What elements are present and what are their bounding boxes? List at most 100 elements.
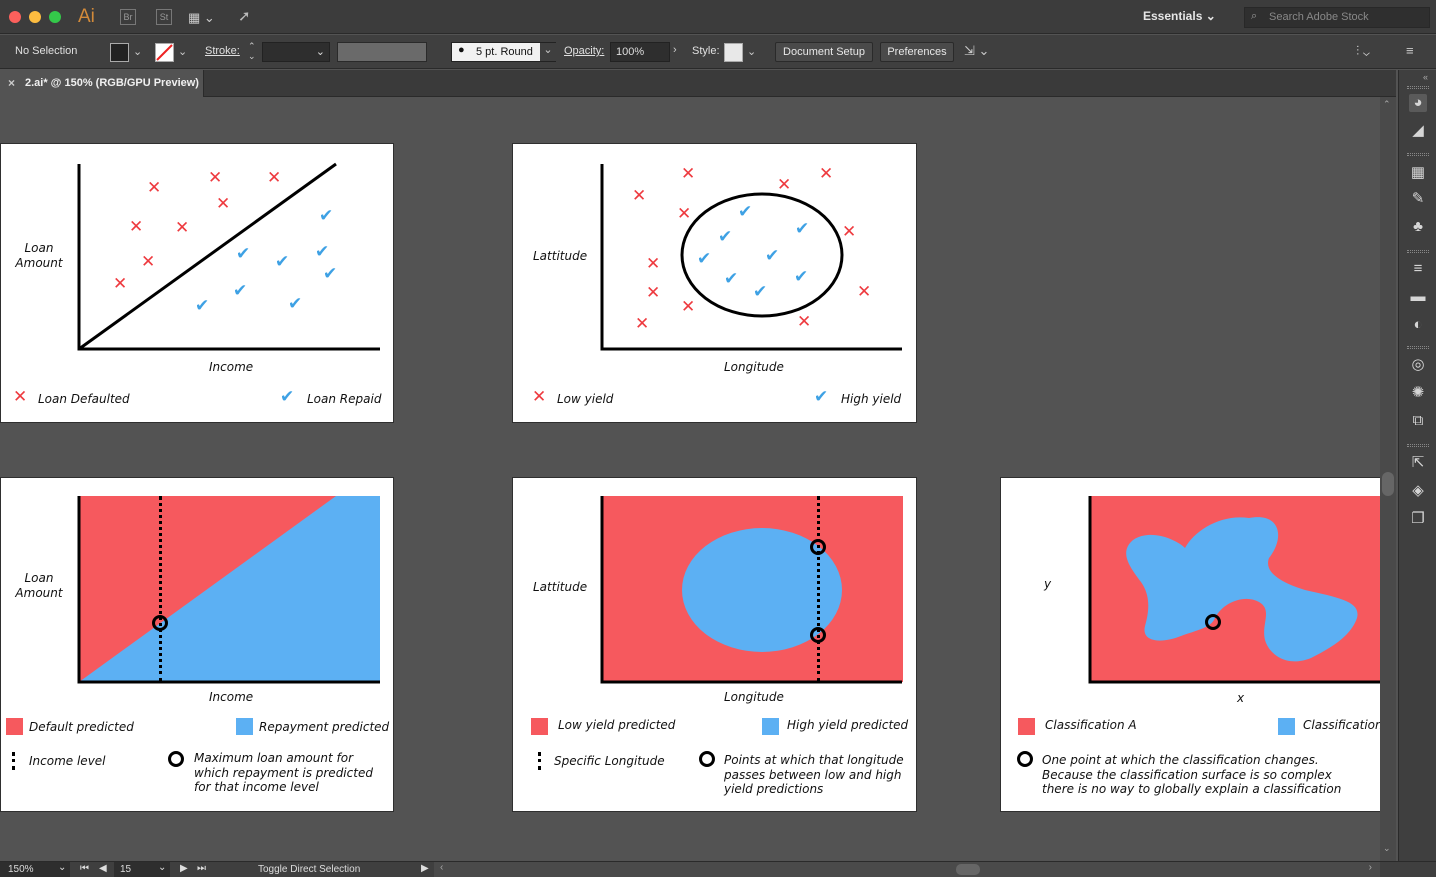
- preferences-button[interactable]: Preferences: [880, 42, 954, 62]
- status-menu-icon[interactable]: ▶: [421, 863, 429, 874]
- last-artboard-icon[interactable]: ⏭: [197, 863, 206, 874]
- stroke-panel-icon[interactable]: ≡: [1413, 260, 1423, 277]
- panel-menu-icon[interactable]: ≡: [1406, 43, 1414, 58]
- artboards-icon[interactable]: ❐: [1411, 510, 1425, 527]
- close-window-button[interactable]: [9, 11, 21, 23]
- dock-grip[interactable]: [1407, 153, 1429, 156]
- align-icon[interactable]: ⫶ ⌄: [1356, 43, 1370, 58]
- scroll-down-icon[interactable]: ⌄: [1383, 843, 1391, 853]
- x-axis-label: x: [1237, 691, 1245, 705]
- default-marker: ✕: [175, 218, 190, 238]
- style-label: Style:: [692, 45, 720, 57]
- zoom-window-button[interactable]: [49, 11, 61, 23]
- brush-definition[interactable]: ● 5 pt. Round ⌄: [451, 42, 556, 62]
- artboard-yield-prediction[interactable]: Lattitude Longitude Low yield predicted …: [512, 477, 917, 812]
- default-marker: ✕: [147, 178, 162, 198]
- panel-dock: « ◕ ◢ ▦ ✎ ♣ ≡ ▬ ◐ ◎ ✺ ⧉ ⇱ ◈ ❐: [1398, 70, 1436, 877]
- stroke-weight-stepper[interactable]: ⌃⌄: [248, 41, 256, 61]
- collapse-dock-icon[interactable]: «: [1423, 72, 1429, 82]
- document-tab[interactable]: × 2.ai* @ 150% (RGB/GPU Preview): [0, 70, 204, 97]
- horizontal-scroll-thumb[interactable]: [956, 864, 980, 875]
- opacity-label[interactable]: Opacity:: [564, 45, 605, 57]
- brush-dropdown-icon[interactable]: ⌄: [540, 43, 556, 61]
- bridge-icon[interactable]: Br: [120, 9, 136, 25]
- style-swatch[interactable]: [724, 43, 743, 62]
- vertical-scroll-thumb[interactable]: [1382, 472, 1394, 496]
- variable-width-profile[interactable]: [337, 42, 427, 62]
- artboard-yield-scatter[interactable]: Lattitude Longitude ✕ ✕ ✕ ✕ ✕ ✕ ✕ ✕ ✕ ✕ …: [512, 143, 917, 423]
- scroll-left-icon[interactable]: ‹: [440, 862, 444, 873]
- x-axis-label: Income: [209, 690, 254, 704]
- legend-line-icon: [12, 752, 15, 770]
- legend-ring-label: Maximum loan amount for which repayment …: [194, 751, 373, 794]
- high-yield-marker: ✔: [795, 219, 810, 239]
- style-dropdown-icon[interactable]: ⌄: [747, 46, 757, 58]
- brushes-icon[interactable]: ✎: [1411, 190, 1425, 207]
- low-yield-marker: ✕: [842, 222, 857, 242]
- stroke-weight-dropdown-icon[interactable]: ⌄: [315, 46, 325, 58]
- high-yield-marker: ✔: [765, 246, 780, 266]
- dock-grip[interactable]: [1407, 250, 1429, 253]
- previous-artboard-icon[interactable]: ◀: [99, 863, 107, 874]
- export-icon[interactable]: ⇱: [1411, 454, 1425, 471]
- boundary-point-marker: [152, 615, 168, 631]
- stock-icon[interactable]: St: [156, 9, 172, 25]
- legend-ring-icon: [1017, 751, 1033, 767]
- legend-repaid-icon: ✔: [280, 387, 295, 407]
- stroke-swatch[interactable]: [155, 43, 174, 62]
- horizontal-scrollbar[interactable]: ‹ ›: [434, 862, 1380, 877]
- gpu-performance-icon[interactable]: ➚: [238, 8, 251, 25]
- high-yield-marker: ✔: [794, 267, 809, 287]
- stroke-dropdown-icon[interactable]: ⌄: [178, 46, 188, 58]
- document-setup-button[interactable]: Document Setup: [775, 42, 873, 62]
- transparency-icon[interactable]: ◐: [1413, 316, 1423, 333]
- repaid-marker: ✔: [275, 252, 290, 272]
- zoom-value: 150%: [8, 864, 34, 875]
- stroke-label[interactable]: Stroke:: [205, 45, 240, 57]
- legend-red-label: Low yield predicted: [558, 718, 676, 732]
- next-artboard-icon[interactable]: ▶: [180, 863, 188, 874]
- stroke-weight-field[interactable]: ⌄: [262, 42, 330, 62]
- artboard-complex-classification[interactable]: y x Classification A Classification One …: [1000, 477, 1380, 812]
- swatches-icon[interactable]: ▦: [1410, 164, 1426, 181]
- workspace-switcher[interactable]: Essentials ⌄: [1143, 9, 1216, 23]
- appearance-icon[interactable]: ◎: [1411, 356, 1425, 373]
- asset-export-icon[interactable]: ⧉: [1412, 412, 1424, 429]
- low-yield-marker: ✕: [681, 297, 696, 317]
- low-yield-marker: ✕: [646, 254, 661, 274]
- zoom-dropdown-icon[interactable]: ⌄: [58, 862, 67, 873]
- opacity-arrow-icon[interactable]: ›: [673, 44, 677, 56]
- color-panel-icon[interactable]: ◕: [1409, 94, 1427, 112]
- minimize-window-button[interactable]: [29, 11, 41, 23]
- legend-blue-label: Classification: [1303, 718, 1380, 732]
- graphic-styles-icon[interactable]: ✺: [1411, 384, 1425, 401]
- vertical-scrollbar[interactable]: ⌃ ⌄: [1380, 97, 1396, 863]
- gradient-icon[interactable]: ▬: [1410, 288, 1426, 305]
- legend-ring-label: Points at which that longitude passes be…: [724, 753, 904, 796]
- dock-grip[interactable]: [1407, 86, 1429, 89]
- fill-dropdown-icon[interactable]: ⌄: [133, 46, 143, 58]
- artboard-number-field[interactable]: 15 ⌄: [114, 862, 170, 877]
- zoom-field[interactable]: 150% ⌄: [0, 862, 70, 877]
- color-guide-icon[interactable]: ◢: [1412, 122, 1424, 139]
- symbols-icon[interactable]: ♣: [1413, 218, 1423, 235]
- scroll-right-icon[interactable]: ›: [1368, 862, 1372, 873]
- scroll-up-icon[interactable]: ⌃: [1383, 99, 1391, 109]
- close-tab-icon[interactable]: ×: [8, 76, 16, 90]
- layers-icon[interactable]: ◈: [1412, 482, 1424, 499]
- fill-swatch[interactable]: [110, 43, 129, 62]
- current-tool-status: Toggle Direct Selection: [258, 864, 361, 875]
- artboard-dropdown-icon[interactable]: ⌄: [158, 862, 167, 873]
- opacity-field[interactable]: 100%: [610, 42, 670, 62]
- legend-blue-label: High yield predicted: [787, 718, 909, 732]
- dock-grip[interactable]: [1407, 444, 1429, 447]
- arrange-icon[interactable]: ⇲ ⌄: [964, 43, 990, 58]
- first-artboard-icon[interactable]: ⏮: [80, 863, 89, 874]
- dock-grip[interactable]: [1407, 346, 1429, 349]
- stock-search-input[interactable]: ⌕ Search Adobe Stock: [1244, 7, 1430, 28]
- arrange-documents-icon[interactable]: ▦ ⌄: [188, 10, 215, 25]
